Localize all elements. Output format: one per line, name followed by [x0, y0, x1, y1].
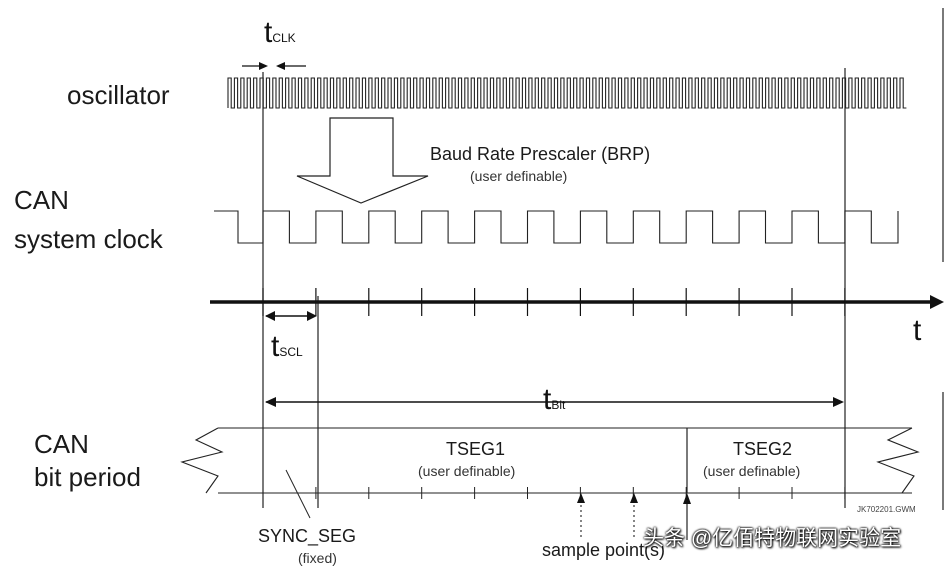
tseg2-label: TSEG2 [733, 439, 793, 459]
system-clock-waveform [214, 210, 899, 244]
fixed-label: (fixed) [298, 550, 337, 566]
tseg1-note: (user definable) [418, 463, 516, 479]
bit-period-label: bit period [34, 462, 141, 492]
tclk-right-arrowhead [276, 62, 285, 70]
figure-code: JK702201.GWM [857, 505, 916, 514]
prescaler-arrow-shape [296, 117, 429, 204]
tscl-label: tSCL [271, 330, 303, 363]
bit-band-left-break [180, 427, 224, 494]
tbit-right-arrowhead [833, 397, 844, 407]
watermark: 头条 @亿佰特物联网实验室 [643, 527, 902, 550]
tclk-label: tCLK [264, 16, 296, 49]
can-label: CAN [14, 185, 69, 215]
tscl-right-arrowhead [307, 311, 317, 321]
sample-points-label: sample point(s) [542, 540, 666, 560]
time-axis-ticks [262, 288, 846, 316]
tseg2-note: (user definable) [703, 463, 801, 479]
tscl-left-arrowhead [265, 311, 275, 321]
baud-rate-prescaler-label: Baud Rate Prescaler (BRP) [430, 144, 651, 164]
tclk-left-arrowhead [259, 62, 268, 70]
sample-point-arrowhead-1 [577, 493, 585, 503]
can-label-2: CAN [34, 429, 89, 459]
tbit-left-arrowhead [265, 397, 276, 407]
tbit-label: tBit [543, 383, 566, 416]
user-definable-label: (user definable) [470, 168, 568, 184]
bit-band-right-break [876, 427, 920, 494]
sample-point-arrowhead-3 [683, 493, 691, 504]
system-clock-label: system clock [14, 224, 163, 254]
oscillator-waveform [227, 77, 907, 109]
sync-seg-leader [285, 469, 311, 519]
time-axis-arrowhead [930, 295, 944, 309]
oscillator-label: oscillator [67, 80, 170, 110]
sync-seg-label: SYNC_SEG [258, 526, 357, 546]
tseg1-label: TSEG1 [446, 439, 506, 459]
time-axis-label: t [913, 314, 922, 347]
sample-point-arrowhead-2 [630, 493, 638, 503]
